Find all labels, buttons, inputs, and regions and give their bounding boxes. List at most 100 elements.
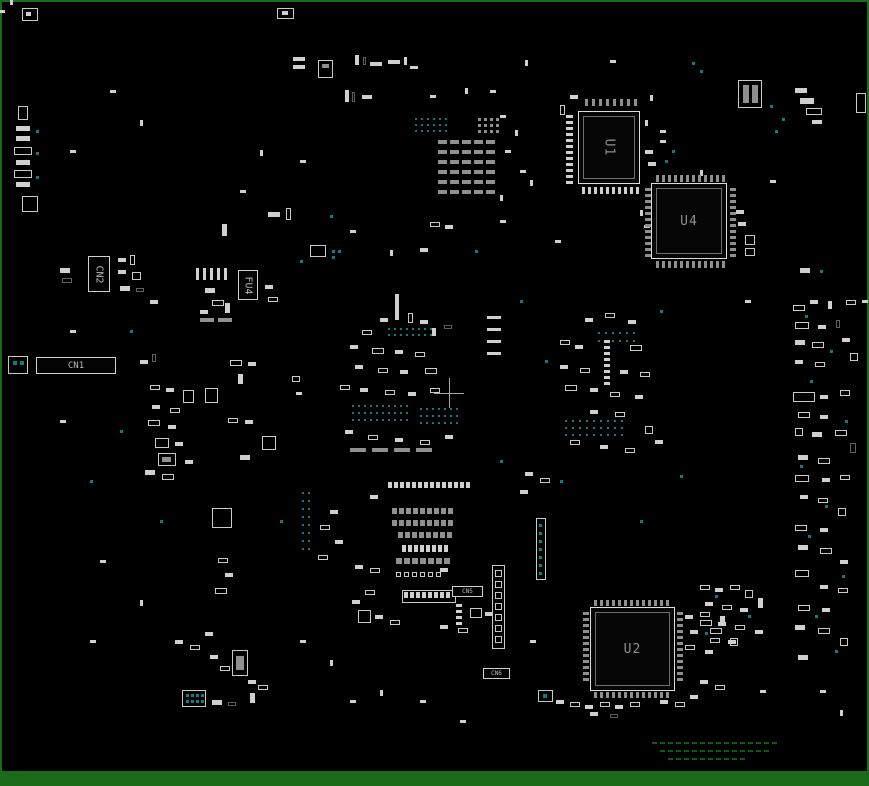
component-pad <box>248 680 256 684</box>
component-outline <box>425 368 437 374</box>
via-dot <box>432 408 434 410</box>
via-dot <box>438 408 440 410</box>
component-pad <box>496 124 499 127</box>
component-pad <box>412 558 418 564</box>
via-dot <box>13 361 17 365</box>
via-dot <box>358 419 360 421</box>
silk-dash <box>660 750 665 752</box>
connector-CN6[interactable]: CN6 <box>483 668 510 679</box>
component-pad <box>372 448 388 452</box>
component-pad <box>441 508 446 514</box>
component-pad <box>752 85 758 103</box>
via-dot <box>815 615 818 618</box>
via-dot <box>394 334 396 336</box>
via-dot <box>308 508 310 510</box>
via-dot <box>560 480 563 483</box>
connector-CN1[interactable]: CN1 <box>36 357 116 374</box>
component-outline <box>700 620 712 626</box>
component-pad <box>120 286 130 291</box>
via-dot <box>415 130 417 132</box>
via-dot <box>607 427 609 429</box>
component-pad <box>800 98 814 104</box>
component-outline <box>580 368 590 373</box>
via-dot <box>406 405 408 407</box>
via-dot <box>660 310 663 313</box>
component-outline <box>710 638 720 643</box>
via-dot <box>352 412 354 414</box>
component-pad <box>330 510 338 514</box>
component-pad <box>645 218 651 221</box>
via-dot <box>412 334 414 336</box>
component-pad <box>447 532 452 538</box>
component-pad <box>770 180 776 183</box>
connector-CN2[interactable]: CN2 <box>88 256 110 292</box>
component-outline <box>795 570 809 577</box>
via-dot <box>439 130 441 132</box>
component-pad <box>690 630 698 634</box>
component-pad <box>525 472 533 476</box>
via-dot <box>400 405 402 407</box>
component-pad <box>490 90 496 93</box>
component-pad <box>600 692 603 698</box>
via-dot <box>775 130 778 133</box>
via-dot <box>626 340 628 342</box>
via-dot <box>432 415 434 417</box>
component-outline <box>615 412 625 417</box>
component-outline <box>358 610 371 623</box>
component-pad <box>606 99 609 106</box>
component-pad <box>414 545 418 552</box>
via-dot <box>308 516 310 518</box>
component-outline <box>815 362 825 367</box>
component-pad <box>355 565 363 569</box>
component-pad <box>692 175 695 182</box>
ic-U4[interactable]: U4 <box>651 183 727 259</box>
board-frame-line <box>0 0 869 2</box>
via-dot <box>665 160 668 163</box>
via-dot <box>421 124 423 126</box>
component-pad <box>445 225 453 229</box>
component-pad <box>426 532 431 538</box>
component-pad <box>740 608 748 612</box>
component-pad <box>412 482 416 488</box>
component-outline <box>795 322 809 329</box>
component-pad <box>730 242 736 245</box>
component-pad <box>450 180 459 184</box>
silk-dash <box>700 750 705 752</box>
component-pad <box>300 640 306 643</box>
via-dot <box>456 408 458 410</box>
component-pad <box>410 66 418 69</box>
ic-U2[interactable]: U2 <box>590 607 675 691</box>
component-outline <box>795 475 809 482</box>
connector-FU4[interactable]: FU4 <box>238 270 258 300</box>
component-pad <box>474 170 483 174</box>
via-dot <box>358 405 360 407</box>
silk-dash <box>668 758 673 760</box>
component-pad <box>466 482 470 488</box>
via-dot <box>302 500 304 502</box>
via-dot <box>36 152 39 155</box>
component-pad <box>730 194 736 197</box>
via-dot <box>426 408 428 410</box>
ic-label: U2 <box>623 641 642 657</box>
component-pad <box>606 187 609 194</box>
via-dot <box>845 420 848 423</box>
component-pad <box>730 206 736 209</box>
component-pad <box>413 508 418 514</box>
via-dot <box>539 548 542 551</box>
component-outline <box>675 702 685 707</box>
component-outline <box>18 106 28 120</box>
via-dot <box>358 412 360 414</box>
connector-label: CN6 <box>491 670 502 677</box>
component-pad <box>185 460 193 464</box>
connector-CN5[interactable]: CN5 <box>452 586 483 597</box>
component-pad <box>736 210 744 214</box>
component-pad <box>100 560 106 563</box>
silk-dash <box>756 742 761 744</box>
ic-U1[interactable]: U1 <box>578 111 640 184</box>
via-dot <box>376 412 378 414</box>
via-dot <box>415 118 417 120</box>
component-outline <box>385 390 395 395</box>
component-outline <box>540 478 550 483</box>
component-pad <box>800 495 808 499</box>
